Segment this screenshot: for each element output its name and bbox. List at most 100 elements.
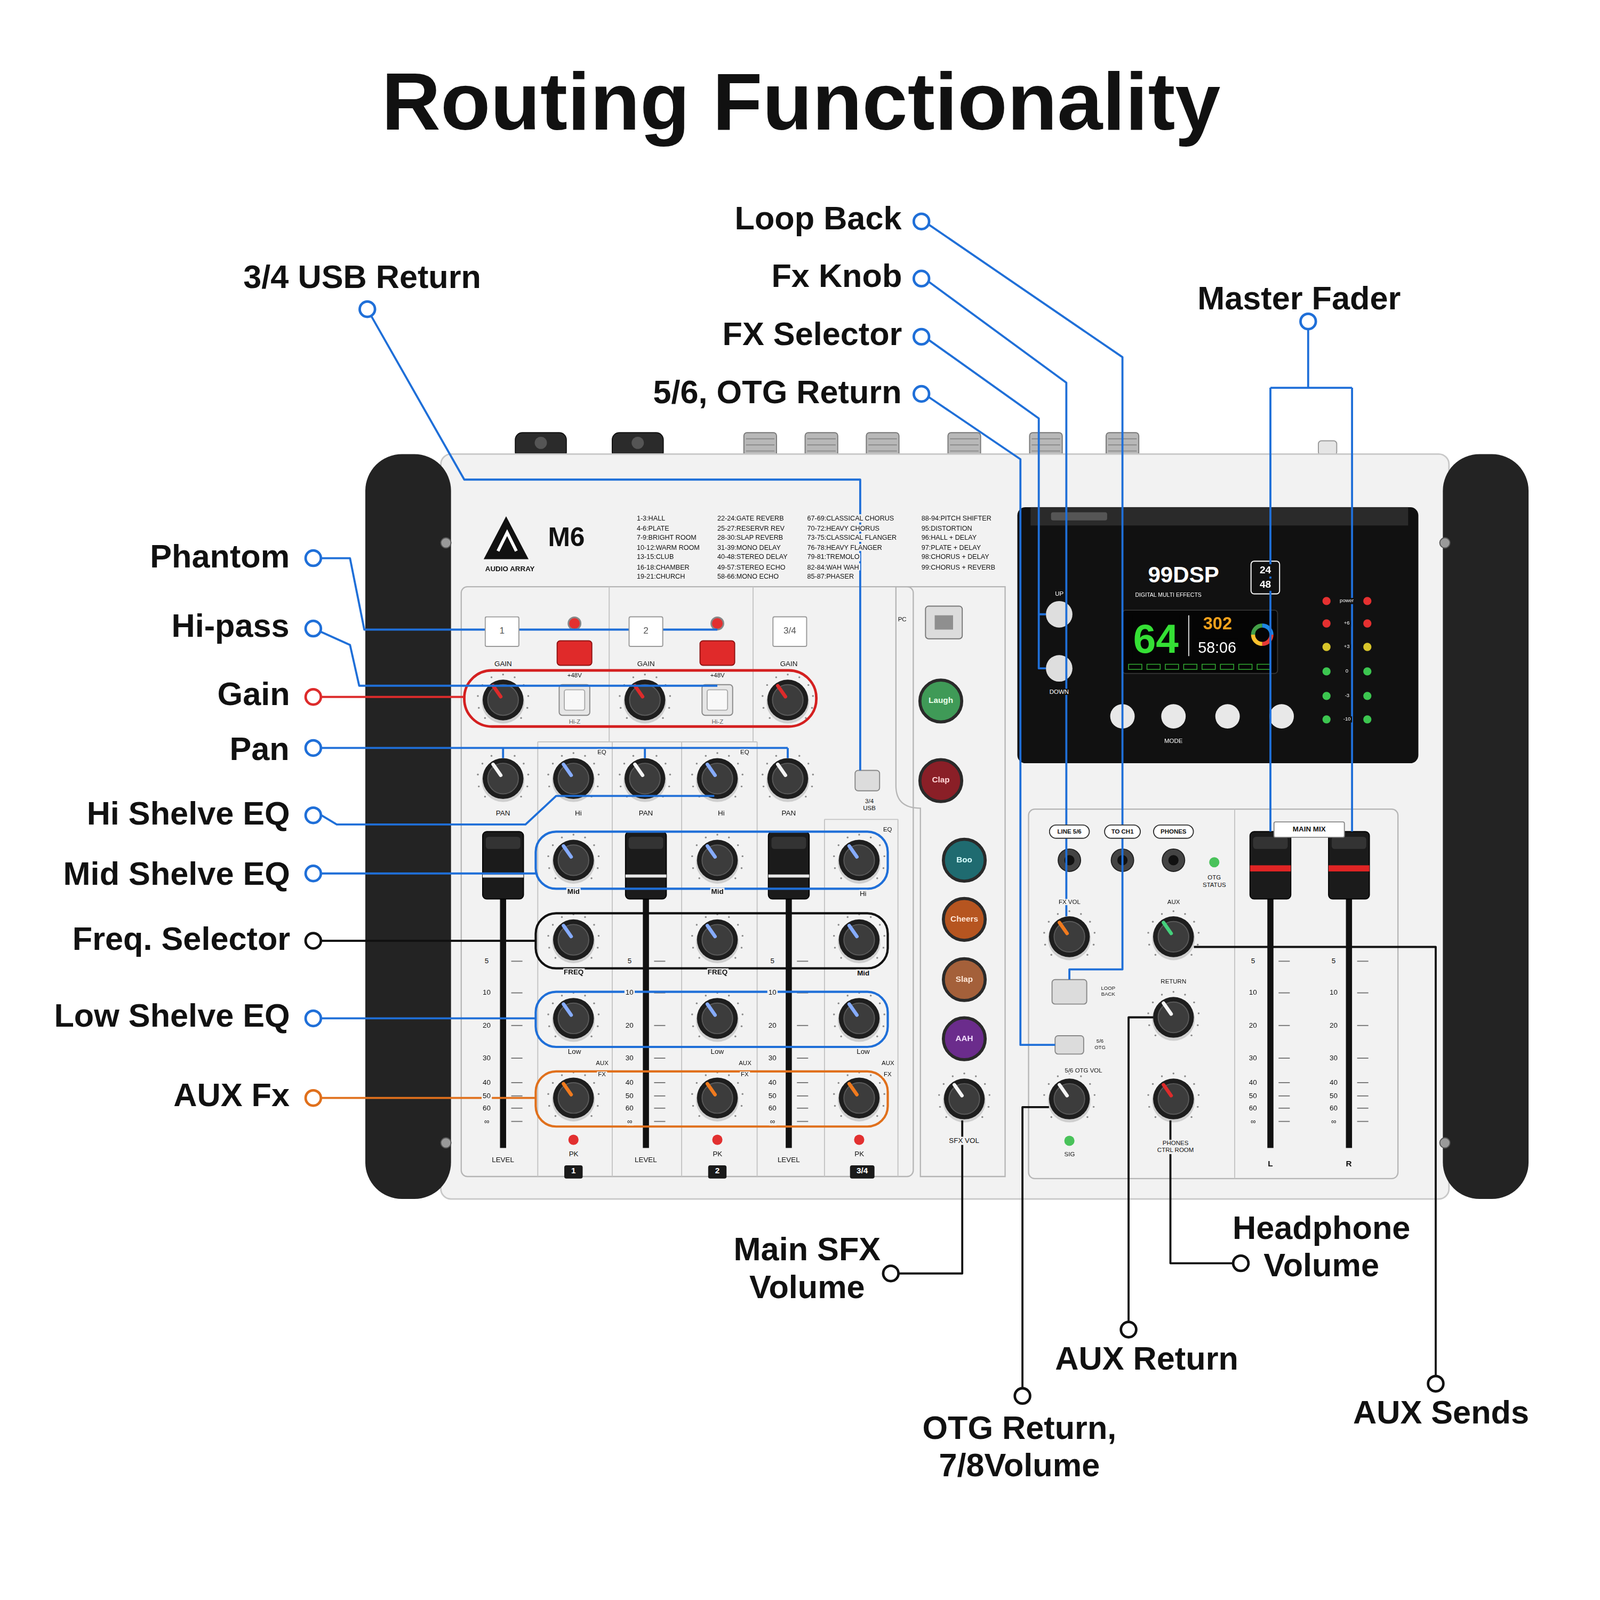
panel-label: ∞ xyxy=(626,1117,634,1126)
knob-skirt xyxy=(482,758,524,800)
callout-label: Headphone Volume xyxy=(1214,1209,1429,1285)
knob-pointer xyxy=(849,1083,857,1095)
knob-skirt xyxy=(838,1077,880,1119)
meter-led xyxy=(1363,596,1372,605)
knob-tick xyxy=(869,916,872,918)
knob-tick xyxy=(547,1013,549,1015)
jack-thread xyxy=(1031,438,1061,440)
knob-tick xyxy=(1161,993,1163,996)
knob-tick xyxy=(596,946,599,949)
channel-section xyxy=(461,586,914,1177)
callout-dot xyxy=(305,807,322,823)
knob-tick xyxy=(876,1115,878,1117)
knob-skirt xyxy=(838,919,880,961)
knob-tick xyxy=(1148,1106,1150,1108)
knob-skirt xyxy=(697,1077,739,1119)
knob-tick xyxy=(705,754,707,757)
knob-tick xyxy=(833,855,835,858)
knob-tick xyxy=(552,1082,554,1084)
panel-label: 30 xyxy=(767,1053,778,1062)
fader-tick xyxy=(796,1095,808,1097)
meter-led xyxy=(1322,691,1331,700)
jack-hole xyxy=(1168,854,1179,866)
knob xyxy=(691,913,744,964)
panel-label: ∞ xyxy=(769,1117,776,1126)
knob-tick xyxy=(548,1025,550,1027)
panel-label: 70-72:HEAVY CHORUS xyxy=(805,523,880,532)
panel-label: FX VOL xyxy=(1057,898,1082,906)
knob-pointer xyxy=(707,1004,715,1015)
meter-led xyxy=(1322,715,1331,724)
fader-cap xyxy=(1250,831,1292,899)
knob-tick xyxy=(1057,913,1059,915)
panel-label: 58-66:MONO ECHO xyxy=(716,572,780,580)
callout-dot xyxy=(305,1010,322,1027)
knob-tick xyxy=(1190,1034,1192,1037)
panel-label: 20 xyxy=(1328,1021,1339,1030)
panel-label: FREQ xyxy=(706,968,729,977)
fader-tick xyxy=(653,960,666,962)
callout-label: Phantom xyxy=(149,537,290,575)
panel-label: 20 xyxy=(481,1021,492,1030)
knob-skirt xyxy=(1153,996,1195,1038)
leader-line xyxy=(1022,1107,1050,1389)
fader-tick xyxy=(796,1057,808,1059)
knob xyxy=(1147,1072,1200,1123)
callout-label: AUX Sends xyxy=(1353,1393,1530,1431)
knob-tick xyxy=(1080,913,1082,915)
leader-line xyxy=(321,795,715,825)
knob-tick xyxy=(761,773,764,776)
knob xyxy=(1043,1072,1096,1123)
panel-label: 40 xyxy=(767,1078,778,1087)
knob-tick xyxy=(590,956,592,959)
section-divider xyxy=(752,586,754,742)
knob-tick xyxy=(1193,921,1195,923)
knob-tick xyxy=(698,1115,700,1117)
peak-led xyxy=(712,1134,723,1146)
knob xyxy=(761,673,814,724)
leader-line xyxy=(321,747,788,758)
knob-tick xyxy=(664,762,667,765)
section-divider xyxy=(608,586,610,742)
section-divider xyxy=(1234,809,1236,1179)
panel-label: Hi xyxy=(716,809,726,818)
knob-tick xyxy=(833,1013,835,1015)
panel-label: L xyxy=(1266,1158,1274,1169)
knob-pointer xyxy=(849,1004,857,1015)
knob-tick xyxy=(1184,993,1186,996)
knob-tick xyxy=(1152,1001,1154,1004)
panel-label: Low xyxy=(709,1048,725,1056)
node-text: 1 xyxy=(571,1166,576,1176)
knob-tick xyxy=(883,934,885,937)
fader-stripe xyxy=(625,874,667,878)
sfx-button: Slap xyxy=(941,957,987,1003)
panel-label: 13-15:CLUB xyxy=(635,553,675,561)
panel-label: PHONES CTRL ROOM xyxy=(1155,1139,1197,1154)
knob-tick xyxy=(1197,1093,1200,1096)
knob-cap xyxy=(843,1082,875,1114)
knob-skirt xyxy=(697,840,739,882)
knob-tick xyxy=(705,916,707,918)
panel-label: AUX xyxy=(880,1059,895,1067)
knob-tick xyxy=(692,946,694,949)
knob-skirt xyxy=(553,997,595,1039)
knob-tick xyxy=(728,754,730,757)
freq-frame xyxy=(535,913,888,968)
up-button xyxy=(1045,601,1073,628)
knob-pointer xyxy=(954,1084,962,1096)
panel-label: 50 xyxy=(767,1091,778,1100)
panel-box: 2 xyxy=(628,616,664,647)
node-text: Clap xyxy=(931,776,950,786)
knob-tick xyxy=(741,773,744,776)
knob-tick xyxy=(593,844,595,846)
fader-tick xyxy=(1278,1025,1290,1027)
panel-label: AUX xyxy=(737,1059,752,1067)
meter-led xyxy=(1322,642,1331,651)
fader-tick xyxy=(1278,992,1290,994)
panel-label: 97:PLATE + DELAY xyxy=(920,543,982,551)
brand-logo xyxy=(483,516,529,559)
knob-cap xyxy=(1158,921,1189,952)
panel-label: 30 xyxy=(1248,1053,1259,1062)
knob-tick xyxy=(481,762,484,765)
knob-skirt xyxy=(1049,1078,1091,1120)
